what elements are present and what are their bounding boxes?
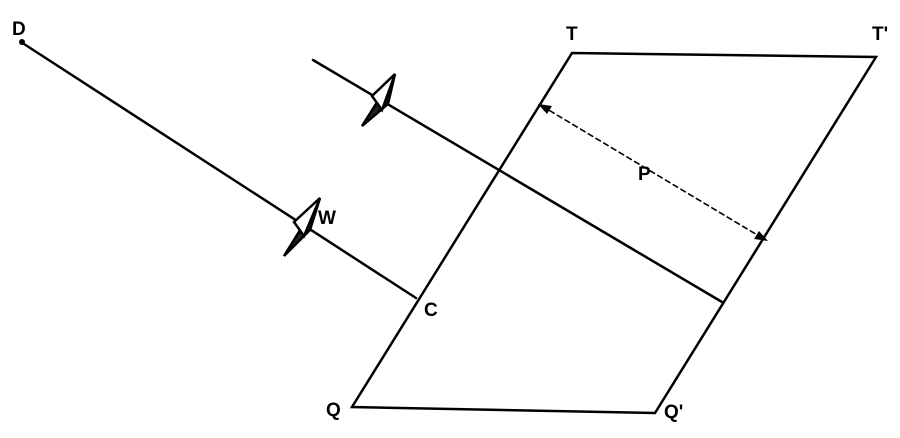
label-d: D (12, 19, 26, 40)
label-t: T (566, 24, 578, 45)
arrowhead-p-end (754, 231, 768, 241)
label-q-prime: Q' (664, 402, 683, 423)
label-p: P (638, 164, 651, 185)
label-c: C (424, 300, 438, 321)
dimension-arrow-p (541, 105, 765, 240)
label-t-prime: T' (872, 24, 888, 45)
label-q: Q (326, 400, 341, 421)
ray-dc (22, 42, 418, 300)
label-w: W (318, 208, 336, 229)
arrowhead-p-start (538, 104, 552, 114)
parallelogram-tt-qq (349, 51, 879, 415)
lens-upper-icon (360, 73, 397, 127)
lens-w-icon (282, 197, 322, 257)
point-d (19, 39, 25, 45)
